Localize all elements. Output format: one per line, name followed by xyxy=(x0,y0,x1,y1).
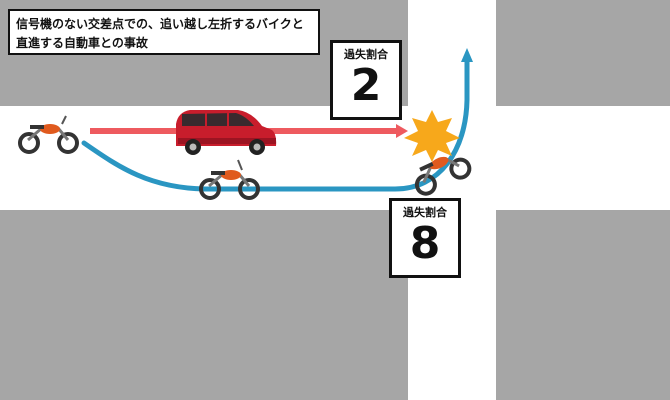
title-text: 信号機のない交差点での、追い越し左折するバイクと直進する自動車との事故 xyxy=(16,17,304,50)
bike-fault-ratio-label: 過失割合 xyxy=(403,206,447,219)
horizontal-road xyxy=(0,106,670,210)
car-fault-ratio-label: 過失割合 xyxy=(344,48,388,61)
bike-left-turn-path xyxy=(81,48,473,192)
bike-fault-ratio-box: 過失割合 8 xyxy=(389,198,461,278)
diagram-title: 信号機のない交差点での、追い越し左折するバイクと直進する自動車との事故 xyxy=(8,9,320,55)
car-fault-ratio-value: 2 xyxy=(350,60,382,111)
car-icon xyxy=(176,110,277,155)
bike-fault-ratio-value: 8 xyxy=(409,218,441,269)
car-fault-ratio-box: 過失割合 2 xyxy=(330,40,402,120)
bike-start-icon xyxy=(18,115,79,154)
bike-turning-icon xyxy=(414,156,472,196)
bike-overtaking-icon xyxy=(199,159,260,200)
collision-icon xyxy=(404,110,460,162)
